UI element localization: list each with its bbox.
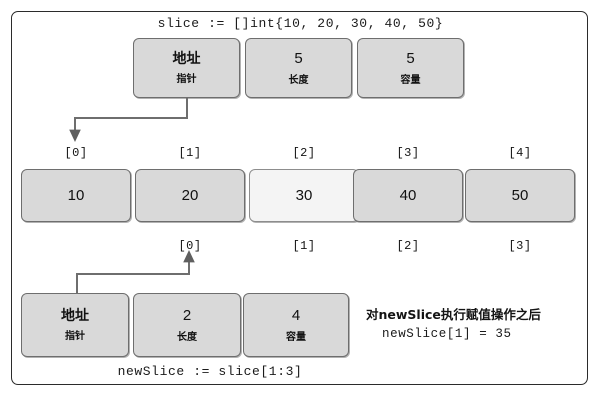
slice-header-address-value: 地址 [172, 50, 201, 67]
newslice-header-address-sublabel: 指针 [65, 331, 85, 343]
array-index-4-label: [4] [508, 146, 532, 160]
newslice-header-address-value: 地址 [61, 307, 89, 324]
newslice-declaration-caption: newSlice := slice[1:3] [117, 364, 303, 379]
slice-header-capacity-sublabel: 容量 [400, 74, 421, 86]
slice-header-length-sublabel: 长度 [288, 74, 309, 86]
newslice-header-address-box: 地址 指针 [21, 293, 129, 357]
assignment-note-line1: 对newSlice执行赋值操作之后 [366, 307, 541, 322]
newslice-header-length-value: 2 [182, 307, 192, 325]
slice-header-length-value: 5 [294, 50, 303, 68]
array-cell-3-value: 40 [399, 187, 417, 204]
array-index-0-label: [0] [64, 146, 88, 160]
newslice-header-capacity-box: 4 容量 [243, 293, 349, 357]
slice-header-capacity-value: 5 [406, 50, 415, 68]
array-cell-2-value: 30 [295, 187, 313, 204]
newslice-header-length-sublabel: 长度 [177, 331, 197, 343]
array-cell-4-value: 50 [511, 187, 529, 204]
slice-header-address-sublabel: 指针 [176, 74, 197, 86]
newslice-header-capacity-value: 4 [291, 307, 301, 325]
newslice-index-1-label: [1] [292, 239, 316, 253]
newslice-index-0-label: [0] [178, 239, 202, 253]
slice-declaration-title: slice := []int{10, 20, 30, 40, 50} [157, 16, 444, 31]
newslice-header-length-box: 2 长度 [133, 293, 241, 357]
array-cell-1-value: 20 [181, 187, 199, 204]
array-index-3-label: [3] [396, 146, 420, 160]
array-index-2-label: [2] [292, 146, 316, 160]
array-cell-3: 40 [353, 169, 463, 222]
assignment-note-line2: newSlice[1] = 35 [382, 327, 512, 341]
array-cell-1: 20 [135, 169, 245, 222]
array-cell-0-value: 10 [67, 187, 85, 204]
array-cell-0: 10 [21, 169, 131, 222]
newslice-header-capacity-sublabel: 容量 [286, 331, 306, 343]
slice-header-address-box: 地址 指针 [133, 38, 240, 98]
array-cell-2: 30 [249, 169, 359, 222]
array-cell-4: 50 [465, 169, 575, 222]
slice-header-length-box: 5 长度 [245, 38, 352, 98]
newslice-index-2-label: [2] [396, 239, 420, 253]
array-index-1-label: [1] [178, 146, 202, 160]
newslice-index-3-label: [3] [508, 239, 532, 253]
slice-header-capacity-box: 5 容量 [357, 38, 464, 98]
